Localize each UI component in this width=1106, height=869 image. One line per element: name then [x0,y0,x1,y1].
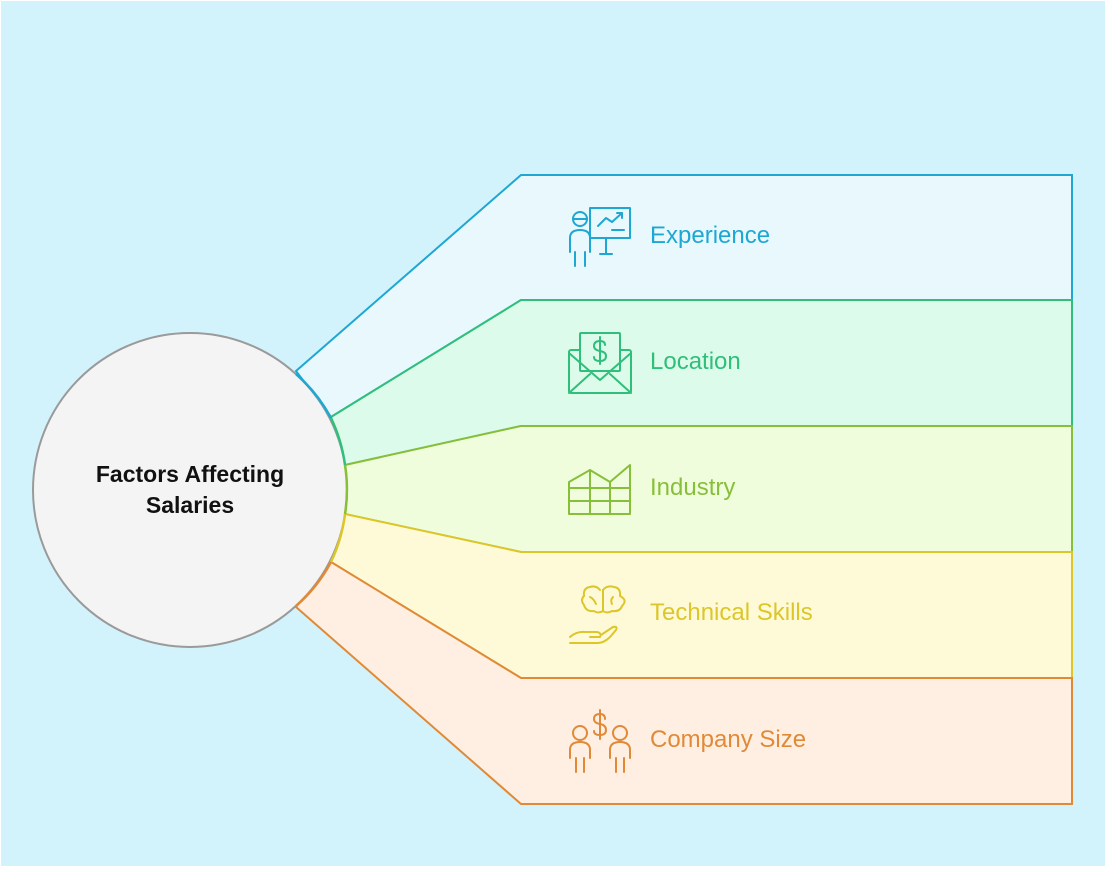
center-title-text: Factors Affecting Salaries [95,461,285,518]
money-envelope-icon [568,332,632,394]
brain-hand-icon [569,585,626,644]
factor-label-technical-skills: Technical Skills [650,599,813,626]
factor-label-industry: Industry [650,474,736,501]
arc-technical-skills [329,513,347,563]
arc-company-size [295,561,333,607]
people-dollar-icon [569,709,631,773]
teacher-presentation-icon [569,207,631,267]
arc-experience [295,373,333,419]
factor-label-location: Location [650,348,741,375]
arc-industry [343,464,349,515]
arc-location [329,417,347,466]
factor-label-company-size: Company Size [650,726,807,753]
factory-chart-icon [568,464,631,515]
center-title: Factors Affecting Salaries [33,333,347,647]
factor-label-experience: Experience [650,222,771,249]
